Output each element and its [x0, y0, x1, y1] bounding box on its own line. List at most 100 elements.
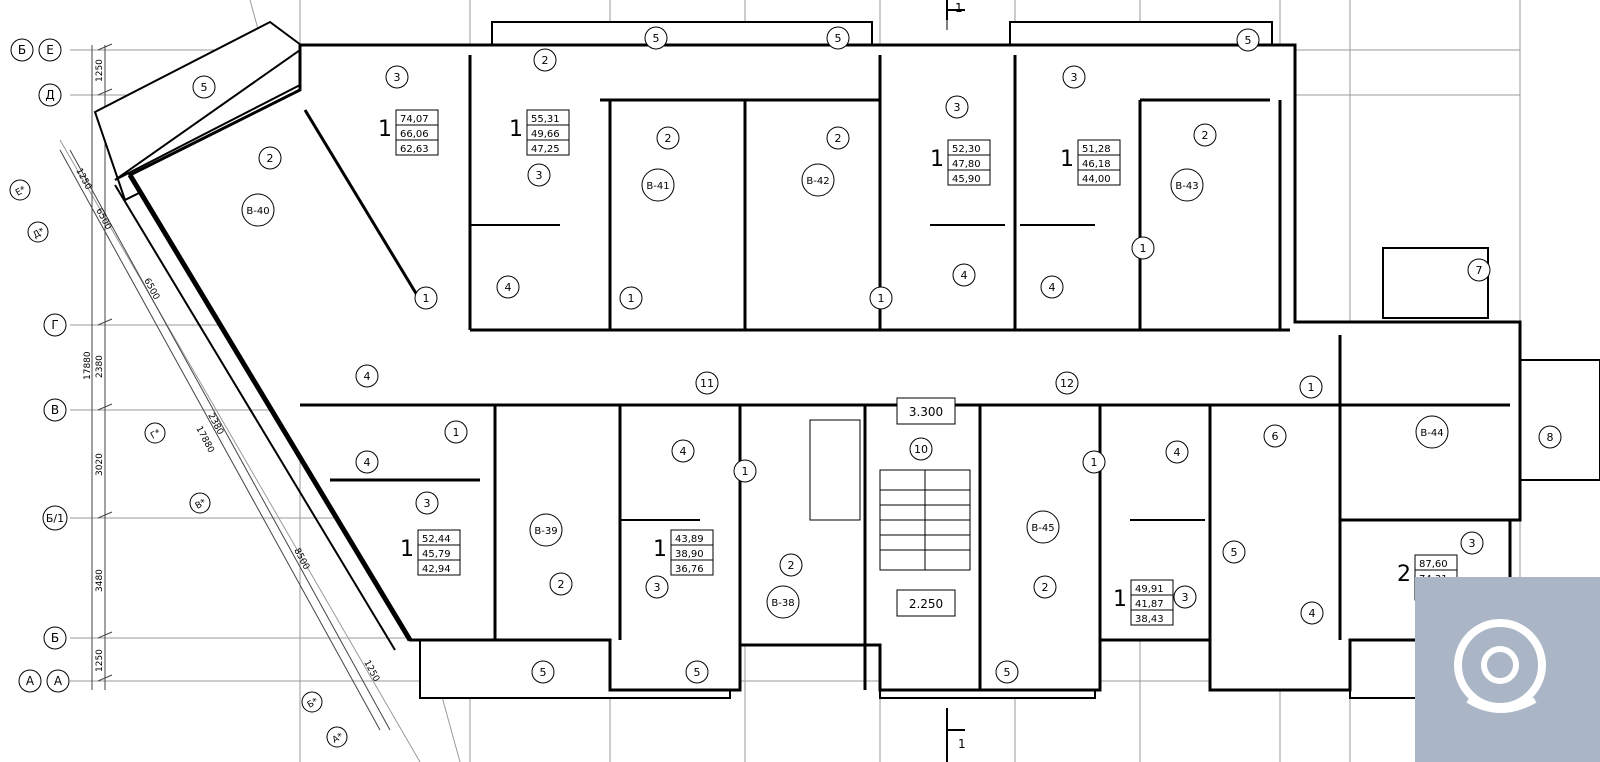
svg-text:А: А [54, 674, 63, 688]
dim-2380: 2380 [95, 355, 105, 378]
svg-text:2: 2 [788, 559, 795, 572]
svg-text:5: 5 [1004, 666, 1011, 679]
room-number-11: 2 [826, 126, 850, 150]
apartment-rooms: 1 [1113, 587, 1127, 612]
skew-axis-v: В* [189, 492, 211, 514]
svg-text:5: 5 [653, 32, 660, 45]
svg-text:5: 5 [201, 81, 208, 94]
svg-text:Д: Д [45, 88, 54, 102]
room-number-1: 5 [644, 26, 668, 50]
room-number-30: 10 [909, 437, 933, 461]
svg-text:1: 1 [453, 426, 460, 439]
area-value-a: 74,07 [400, 114, 429, 125]
room-number-6: 3 [1062, 65, 1086, 89]
area-value-c: 47,25 [531, 144, 560, 155]
dim-6500-a: 6500 [93, 207, 113, 232]
skew-axis-e: Е* [9, 179, 31, 201]
dimension-chain: 1250 2380 17880 3020 3480 1250 [83, 43, 113, 690]
area-value-b: 47,80 [952, 159, 981, 170]
svg-text:Б*: Б* [306, 696, 321, 710]
room-number-42: 2 [1033, 575, 1057, 599]
room-number-12: 2 [1193, 123, 1217, 147]
svg-text:В-39: В-39 [534, 526, 557, 537]
area-box [947, 139, 991, 186]
area-value-c: 36,76 [675, 564, 704, 575]
room-number-37: 3 [1173, 585, 1197, 609]
svg-text:11: 11 [700, 377, 714, 390]
axis-bubbles: Б Е Д Г В Б/1 Б А А Е* Д* Г* [9, 38, 348, 748]
room-number-38: 3 [645, 575, 669, 599]
room-number-20: 4 [1040, 275, 1064, 299]
area-value-a: 51,28 [1082, 144, 1111, 155]
section-mark-top: 1 [955, 1, 963, 15]
room-number-17: 1 [1131, 236, 1155, 260]
room-number-31: 8 [1538, 425, 1562, 449]
svg-text:4: 4 [680, 445, 687, 458]
axis-bubble-b: Б [43, 626, 67, 650]
svg-text:5: 5 [540, 666, 547, 679]
area-box [1130, 579, 1174, 626]
svg-text:4: 4 [1049, 281, 1056, 294]
skew-axis-d: Д* [27, 221, 49, 243]
svg-text:2: 2 [1202, 129, 1209, 142]
apartment-rooms: 1 [509, 117, 523, 142]
room-number-16: 1 [869, 286, 893, 310]
axis-bubble-aa: А А [18, 669, 70, 693]
axis-bubble-g: Г [43, 313, 67, 337]
svg-text:В-43: В-43 [1175, 181, 1198, 192]
level-lower: 2.250 [909, 597, 943, 611]
room-number-32: 4 [1165, 440, 1189, 464]
section-marks: 1 1 [946, 0, 966, 762]
svg-text:4: 4 [1309, 607, 1316, 620]
svg-text:3: 3 [954, 101, 961, 114]
area-box [417, 529, 461, 576]
skew-axis-g: Г* [144, 422, 166, 444]
svg-text:В*: В* [194, 497, 209, 511]
room-number-9: 2 [258, 146, 282, 170]
room-number-4: 5 [192, 75, 216, 99]
svg-text:3: 3 [424, 497, 431, 510]
svg-text:8: 8 [1547, 431, 1554, 444]
apartment-rooms: 1 [400, 537, 414, 562]
area-value-b: 66,06 [400, 129, 429, 140]
svg-text:12: 12 [1060, 377, 1074, 390]
area-value-c: 45,90 [952, 174, 981, 185]
room-number-39: 5 [1222, 540, 1246, 564]
svg-text:3: 3 [1071, 71, 1078, 84]
svg-text:2: 2 [665, 132, 672, 145]
room-tag-5: В-44 [1415, 415, 1449, 449]
apartment-rooms: 1 [378, 117, 392, 142]
room-number-46: 5 [995, 660, 1019, 684]
area-value-b: 45,79 [422, 549, 451, 560]
axis-bubble-v: В [43, 398, 67, 422]
svg-text:В-41: В-41 [646, 181, 669, 192]
axis-bubble-d: Д [38, 83, 62, 107]
dim-1250-bottom: 1250 [95, 649, 105, 672]
section-mark-bottom: 1 [958, 737, 966, 751]
room-number-14: 1 [414, 286, 438, 310]
level-marks: 3.300 2.250 [896, 397, 956, 617]
svg-text:10: 10 [914, 443, 928, 456]
svg-text:4: 4 [364, 370, 371, 383]
room-tag-2: В-41 [641, 168, 675, 202]
area-value-a: 55,31 [531, 114, 560, 125]
svg-text:3: 3 [394, 71, 401, 84]
room-number-13: 3 [527, 163, 551, 187]
room-number-21: 7 [1467, 258, 1491, 282]
svg-text:4: 4 [505, 281, 512, 294]
svg-text:Г: Г [51, 318, 58, 332]
svg-text:1: 1 [1308, 381, 1315, 394]
room-number-8: 2 [533, 48, 557, 72]
svg-text:3: 3 [536, 169, 543, 182]
room-number-15: 1 [619, 286, 643, 310]
dim-1250-skew-bottom: 1250 [361, 659, 381, 684]
svg-text:4: 4 [1174, 446, 1181, 459]
